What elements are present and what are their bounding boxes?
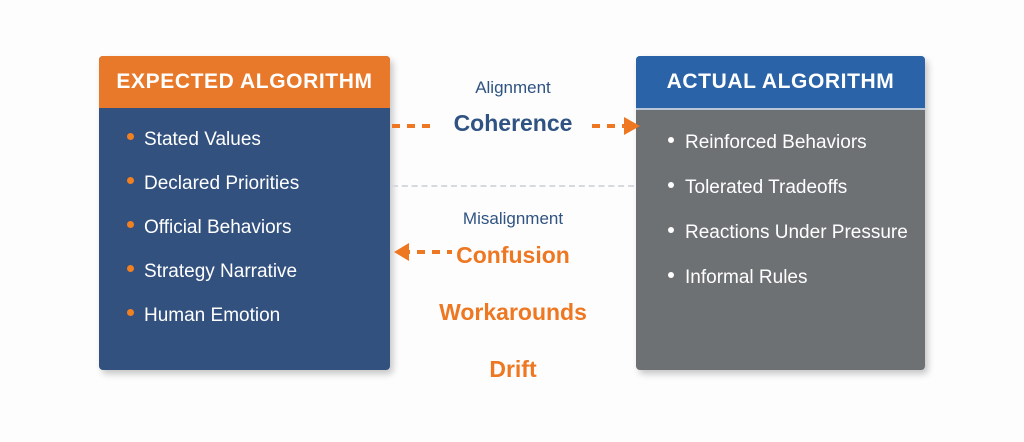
workarounds-outcome: Workarounds	[439, 299, 587, 325]
confusion-outcome: Confusion	[456, 242, 570, 268]
bullet-dot-icon	[127, 221, 134, 228]
alignment-label: Alignment	[475, 78, 551, 97]
bullet-dot-icon	[127, 309, 134, 316]
expected-algorithm-header: EXPECTED ALGORITHM	[99, 56, 390, 108]
bullet-dot-icon	[668, 137, 674, 143]
misalignment-label: Misalignment	[462, 209, 564, 228]
drift-outcome: Drift	[489, 356, 537, 382]
list-item-label: Reinforced Behaviors	[685, 132, 867, 153]
actual-algorithm-body: Reinforced Behaviors Tolerated Tradeoffs…	[636, 110, 925, 370]
bullet-dot-icon	[668, 227, 674, 233]
bullet-dot-icon	[127, 133, 134, 140]
expected-algorithm-body: Stated Values Declared Priorities Offici…	[99, 108, 390, 370]
list-item: Stated Values	[127, 129, 390, 173]
coherence-outcome: Coherence	[453, 110, 573, 136]
bullet-dot-icon	[127, 177, 134, 184]
bullet-dot-icon	[668, 272, 674, 278]
list-item-label: Tolerated Tradeoffs	[685, 177, 848, 198]
actual-algorithm-list: Reinforced Behaviors Tolerated Tradeoffs…	[668, 132, 925, 312]
actual-algorithm-card: ACTUAL ALGORITHM Reinforced Behaviors To…	[636, 56, 925, 370]
section-divider	[392, 185, 634, 187]
center-annotations: Alignment Coherence Misalignment Confusi…	[390, 56, 636, 386]
list-item: Reinforced Behaviors	[668, 132, 925, 177]
list-item-label: Stated Values	[144, 129, 261, 150]
actual-algorithm-header: ACTUAL ALGORITHM	[636, 56, 925, 110]
list-item: Tolerated Tradeoffs	[668, 177, 925, 222]
list-item-label: Human Emotion	[144, 305, 281, 326]
expected-algorithm-card: EXPECTED ALGORITHM Stated Values Declare…	[99, 56, 390, 370]
bullet-dot-icon	[668, 182, 674, 188]
list-item-label: Informal Rules	[685, 267, 808, 288]
bullet-dot-icon	[127, 265, 134, 272]
list-item-label: Reactions Under Pressure	[685, 222, 908, 243]
list-item-label: Declared Priorities	[144, 173, 300, 194]
list-item: Informal Rules	[668, 267, 925, 312]
list-item-label: Strategy Narrative	[144, 261, 298, 282]
list-item: Declared Priorities	[127, 173, 390, 217]
list-item: Reactions Under Pressure	[668, 222, 925, 267]
expected-algorithm-list: Stated Values Declared Priorities Offici…	[127, 129, 390, 349]
list-item: Human Emotion	[127, 305, 390, 349]
list-item-label: Official Behaviors	[144, 217, 292, 238]
list-item: Official Behaviors	[127, 217, 390, 261]
list-item: Strategy Narrative	[127, 261, 390, 305]
